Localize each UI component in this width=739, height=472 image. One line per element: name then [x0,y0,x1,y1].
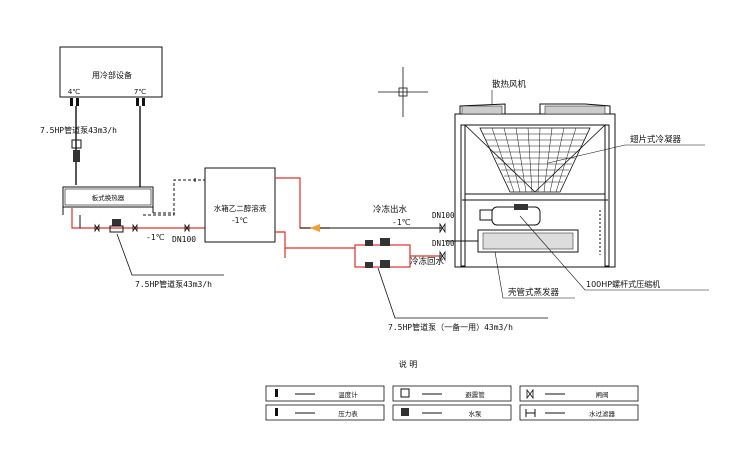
legend-item-filter: 水过滤器 [519,404,639,421]
gate-valve-icon [526,388,534,400]
temp-minus1-left: -1℃ [146,233,165,242]
dn100-return: DN100 [432,239,455,248]
pump-icon [109,219,124,233]
pump-group [354,238,442,268]
flexible-joint-icon [400,388,410,398]
plate-heat-exchanger: 板式换热器 [62,186,154,215]
gate-valve-icon [439,250,446,262]
legend: 说 明 温度计 避震管 闸阀 压力表 [265,359,639,421]
legend-item-thermometer: 温度计 [265,385,385,402]
fin-condenser-grid [464,124,606,193]
flow-arrow-icon [310,224,320,232]
temp-4c-label: 4℃ [68,88,80,96]
legend-title: 说 明 [399,359,418,369]
pump-icon [71,139,82,162]
fan-label: 散热风机 [492,79,527,90]
tank-label: 水箱乙二醇溶液 [214,203,267,213]
pump-icon [365,240,373,246]
thermometer-icon [275,389,278,397]
pipe-hx-return [71,208,205,229]
temp-7c-label: 7℃ [134,88,146,96]
pump-icon [365,262,373,268]
user-equipment: 用冷部设备 4℃ 7℃ [59,46,163,106]
pressure-gauge-icon [275,408,278,416]
filter-icon [525,409,536,417]
compressor [479,204,541,226]
legend-item-pressure-gauge: 压力表 [265,404,385,421]
tank-temp: -1℃ [232,216,248,225]
crosshair-icon [378,67,428,117]
evaporator-label: 壳管式蒸发器 [508,287,560,298]
compressor-label: 100HP螺杆式压缩机 [586,279,660,289]
dn100-left: DN100 [172,235,196,244]
evaporator [445,229,579,253]
plate-hx-label: 板式换热器 [92,193,125,202]
pipe-hx-to-tank [143,179,205,216]
pressure-gauge-icon [76,98,79,106]
thermometer-icon [70,98,73,106]
pressure-gauge-icon [142,98,145,106]
cold-return-label: 冷冻回水 [410,256,445,267]
legend-label: 水过滤器 [589,409,616,418]
pump-right-label: 7.5HP管道泵（一备一用）43m3/h [388,322,513,332]
pump-bottom-label: 7.5HP管道泵43m3/h [135,279,212,289]
legend-label: 温度计 [338,390,358,399]
cold-out-label: 冷冻出水 [373,204,408,215]
legend-item-flexible-joint: 避震管 [392,385,512,402]
legend-label: 压力表 [338,409,358,418]
gate-valve-icon [94,223,190,233]
pump-top-label: 7.5HP管道泵43m3/h [40,125,117,135]
dn100-out: DN100 [432,211,455,220]
glycol-tank: 水箱乙二醇溶液 -1℃ [204,167,276,243]
legend-label: 水泵 [469,409,483,418]
pipe-tank-outlet [275,177,330,229]
legend-item-pump: 水泵 [392,404,512,421]
pump-icon [380,260,390,268]
fin-condenser-label: 翅片式冷凝器 [630,134,682,145]
legend-item-gate-valve: 闸阀 [519,385,639,402]
pump-icon [401,408,409,416]
gate-valve-icon [439,222,446,234]
cold-out-temp: -1℃ [392,218,411,227]
chiller-unit [445,103,616,268]
legend-label: 闸阀 [596,390,609,399]
pump-icon [380,238,390,246]
user-equipment-label: 用冷部设备 [92,70,132,80]
thermometer-icon [136,98,139,106]
legend-label: 避震管 [465,390,485,399]
